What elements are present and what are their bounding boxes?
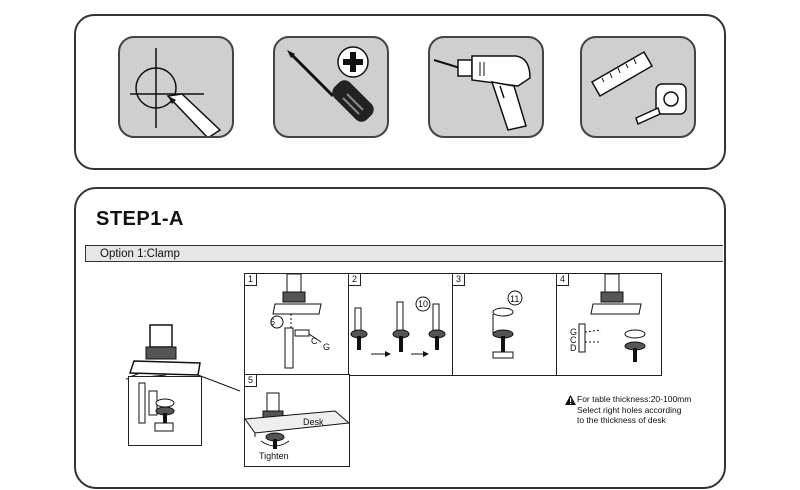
figure-step-2: 2 10 (348, 273, 454, 376)
label-g: G (570, 327, 578, 337)
figure-step-4: 4 G C D (556, 273, 662, 376)
step-number: 1 (245, 274, 257, 286)
tape-measure-icon (590, 50, 687, 126)
figure-step-1: 1 6 C G (244, 273, 350, 376)
label-d: D (570, 343, 577, 353)
label-g: G (323, 342, 331, 352)
step-number: 3 (453, 274, 465, 286)
bracket-install-drawing (270, 274, 322, 369)
tighten-label: Tighten (259, 451, 289, 461)
power-drill-icon (433, 55, 531, 131)
warning-line-3: to the thickness of desk (577, 415, 666, 425)
desk-label: Desk (303, 417, 324, 427)
figure-step-5: 5 Desk Tighten (244, 374, 350, 467)
clamp-detail-drawing (138, 382, 175, 432)
step-number: 4 (557, 274, 569, 286)
part-callout: 11 (510, 294, 520, 304)
desk-tighten-drawing (245, 392, 349, 449)
step-title: STEP1-A (96, 208, 184, 230)
tool-card-drill (428, 36, 544, 138)
clamp-detail-box (128, 376, 202, 446)
warning-triangle-icon (565, 395, 576, 405)
step-number: 2 (349, 274, 361, 286)
part-callout: 10 (418, 299, 429, 309)
part-callout: 6 (270, 317, 276, 327)
clamp-mount-drawing (578, 274, 646, 362)
option-bar: Option 1:Clamp (85, 245, 723, 262)
tool-card-tape-measure (580, 36, 696, 138)
figure-step-3: 3 11 (452, 273, 558, 376)
tool-card-screwdriver (273, 36, 389, 138)
warning-line-1: For table thickness:20-100mm (577, 394, 692, 404)
label-c: C (570, 335, 577, 345)
clamp-screw-drawing (492, 290, 523, 359)
pencil-marking-icon (130, 48, 222, 136)
phillips-screwdriver-icon (287, 46, 374, 122)
step-number: 5 (245, 375, 257, 387)
bracket-adjust-drawing (350, 296, 446, 357)
tool-card-pencil (118, 36, 234, 138)
label-c: C (311, 336, 318, 346)
warning-line-2: Select right holes according (577, 404, 682, 415)
